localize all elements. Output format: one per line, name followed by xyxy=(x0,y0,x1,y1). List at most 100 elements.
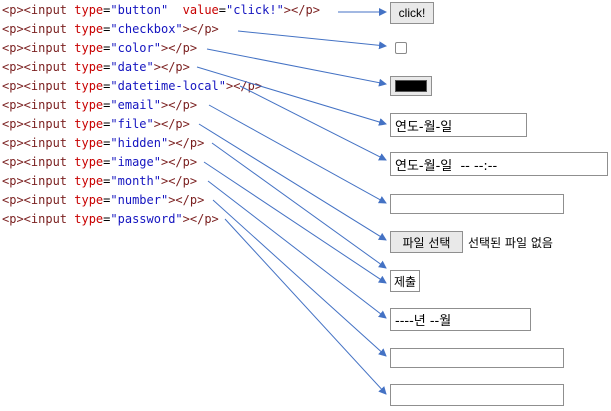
arrow-file xyxy=(198,123,387,241)
checkbox[interactable] xyxy=(395,42,407,54)
code-close-tag: ></p> xyxy=(182,212,219,226)
code-equals: = xyxy=(103,79,111,93)
code-close-tag: ></p> xyxy=(168,136,205,150)
code-open-tag: <p><input xyxy=(2,41,75,55)
code-type-attr: type xyxy=(74,79,104,93)
code-open-tag: <p><input xyxy=(2,60,75,74)
arrow-image xyxy=(203,161,387,284)
code-close-tag: ></p> xyxy=(160,174,198,188)
arrow-number xyxy=(212,199,387,357)
code-equals: = xyxy=(103,155,111,169)
code-open-tag: <p><input xyxy=(2,117,75,131)
code-type-attr: type xyxy=(74,193,104,207)
date-placeholder: 연도-월-일 xyxy=(395,119,453,135)
code-equals: = xyxy=(103,3,111,17)
code-type-attr: type xyxy=(74,155,104,169)
email-input[interactable] xyxy=(390,194,564,214)
file-choose-button[interactable]: 파일 선택 xyxy=(390,231,463,253)
code-open-tag: <p><input xyxy=(2,22,75,36)
datetime-local-input[interactable]: 연도-월-일 -- --:-- xyxy=(390,152,608,176)
code-type-attr: type xyxy=(74,3,104,17)
code-type-value: "file" xyxy=(110,117,154,131)
code-line: <p><input type="image"></p> xyxy=(2,153,320,172)
code-close-tag: ></p> xyxy=(182,22,219,36)
datetime-placeholder: 연도-월-일 -- --:-- xyxy=(395,158,498,174)
code-type-value: "date" xyxy=(110,60,154,74)
image-submit-button[interactable]: 제출 xyxy=(390,270,420,292)
code-type-value: "color" xyxy=(110,41,161,55)
arrow-datetime-local xyxy=(239,85,387,161)
code-equals: = xyxy=(103,136,111,150)
number-input[interactable] xyxy=(390,348,564,368)
code-close-tag: ></p> xyxy=(225,79,263,93)
code-line: <p><input type="hidden"></p> xyxy=(2,134,320,153)
code-type-value: "datetime-local" xyxy=(110,79,226,93)
code-open-tag: <p><input xyxy=(2,193,75,207)
code-type-value: "email" xyxy=(110,98,161,112)
code-equals: = xyxy=(103,174,111,188)
password-input[interactable] xyxy=(390,384,564,406)
code-equals: = xyxy=(103,41,111,55)
arrow-password xyxy=(224,218,387,395)
code-type-attr: type xyxy=(74,60,104,74)
code-line: <p><input type="color"></p> xyxy=(2,39,320,58)
arrow-hidden xyxy=(211,142,387,269)
arrow-email xyxy=(208,104,387,204)
code-type-attr: type xyxy=(74,22,104,36)
html-source-code: <p><input type="button" value="click!"><… xyxy=(2,1,320,229)
code-open-tag: <p><input xyxy=(2,98,75,112)
code-type-value: "hidden" xyxy=(110,136,169,150)
date-input[interactable]: 연도-월-일 xyxy=(390,113,527,137)
code-close-tag: ></p> xyxy=(283,3,320,17)
code-close-tag: ></p> xyxy=(168,193,205,207)
code-equals: = xyxy=(103,22,111,36)
click-button[interactable]: click! xyxy=(390,2,434,24)
month-input[interactable]: ----년 --월 xyxy=(390,308,531,331)
code-close-tag: ></p> xyxy=(153,117,190,131)
code-line: <p><input type="date"></p> xyxy=(2,58,320,77)
code-equals: = xyxy=(103,60,111,74)
code-equals: = xyxy=(103,193,111,207)
code-type-attr: type xyxy=(74,136,104,150)
code-open-tag: <p><input xyxy=(2,136,75,150)
file-status-text: 선택된 파일 없음 xyxy=(468,236,553,250)
code-type-attr: type xyxy=(74,174,104,188)
code-type-value: "password" xyxy=(110,212,183,226)
code-type-attr: type xyxy=(74,117,104,131)
code-open-tag: <p><input xyxy=(2,3,75,17)
code-type-value: "checkbox" xyxy=(110,22,183,36)
code-equals: = xyxy=(103,212,111,226)
code-type-attr: type xyxy=(74,41,104,55)
code-equals: = xyxy=(103,98,111,112)
code-equals: = xyxy=(218,3,226,17)
code-type-attr: type xyxy=(74,212,104,226)
color-swatch xyxy=(395,80,427,92)
code-type-value: "number" xyxy=(110,193,169,207)
arrow-checkbox xyxy=(237,30,387,50)
arrow-color xyxy=(206,48,387,87)
code-close-tag: ></p> xyxy=(160,41,198,55)
code-type-value: "image" xyxy=(110,155,161,169)
color-picker[interactable] xyxy=(390,76,432,96)
code-close-tag: ></p> xyxy=(160,98,198,112)
code-type-attr: type xyxy=(74,98,104,112)
arrow-month xyxy=(207,180,387,319)
code-open-tag: <p><input xyxy=(2,79,75,93)
code-line: <p><input type="number"></p> xyxy=(2,191,320,210)
code-equals: = xyxy=(103,117,111,131)
code-value-attr: value xyxy=(182,3,219,17)
code-line: <p><input type="datetime-local"></p> xyxy=(2,77,320,96)
code-line: <p><input type="file"></p> xyxy=(2,115,320,134)
code-line: <p><input type="checkbox"></p> xyxy=(2,20,320,39)
code-line: <p><input type="email"></p> xyxy=(2,96,320,115)
code-type-value: "month" xyxy=(110,174,161,188)
code-line: <p><input type="password"></p> xyxy=(2,210,320,229)
code-close-tag: ></p> xyxy=(153,60,190,74)
code-line: <p><input type="month"></p> xyxy=(2,172,320,191)
code-open-tag: <p><input xyxy=(2,174,75,188)
code-open-tag: <p><input xyxy=(2,155,75,169)
code-close-tag: ></p> xyxy=(160,155,198,169)
code-open-tag: <p><input xyxy=(2,212,75,226)
code-line: <p><input type="button" value="click!"><… xyxy=(2,1,320,20)
